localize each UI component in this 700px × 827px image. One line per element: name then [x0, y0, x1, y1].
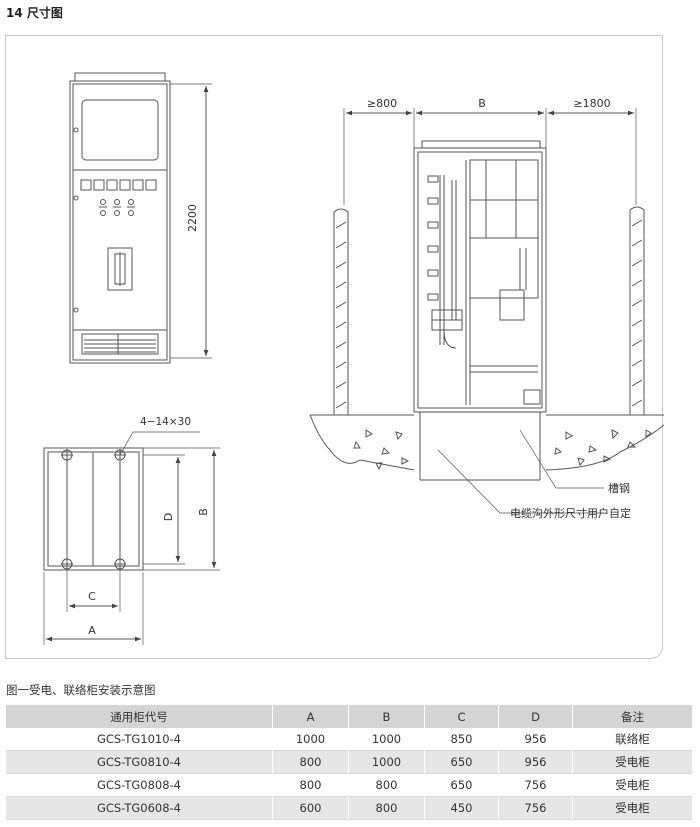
cell-c: 450: [424, 796, 499, 820]
dim-d-label: D: [162, 513, 175, 521]
cell-remark: 受电柜: [572, 796, 693, 820]
channel-steel-label: 槽钢: [608, 482, 630, 495]
cell-model: GCS-TG0608-4: [6, 796, 273, 820]
table-row: GCS-TG0608-4 600 800 450 756 受电柜: [6, 796, 693, 820]
dim-a-label: A: [88, 624, 96, 637]
figure-caption: 图一受电、联络柜安装示意图: [6, 683, 156, 697]
cell-c: 650: [424, 750, 499, 774]
table-header-row: 通用柜代号 A B C D 备注: [6, 705, 693, 728]
section-title: 14 尺寸图: [6, 6, 63, 20]
column-header-d: D: [498, 705, 573, 728]
cell-d: 756: [498, 773, 573, 797]
cell-d: 956: [498, 728, 573, 751]
cell-b: 800: [348, 773, 425, 797]
cell-remark: 联络柜: [572, 728, 693, 751]
column-header-remark: 备注: [572, 705, 693, 728]
installation-view: [309, 108, 665, 514]
cell-remark: 受电柜: [572, 750, 693, 774]
column-header-b: B: [348, 705, 425, 728]
plan-view: [43, 431, 220, 645]
cabinet-width-label: B: [478, 97, 486, 110]
cell-a: 600: [272, 796, 349, 820]
column-header-model: 通用柜代号: [6, 705, 273, 728]
drawing-frame: [5, 35, 663, 659]
left-clearance-label: ≥800: [367, 97, 397, 110]
right-clearance-label: ≥1800: [573, 97, 610, 110]
cell-b: 1000: [348, 728, 425, 751]
cell-a: 800: [272, 750, 349, 774]
column-header-c: C: [424, 705, 499, 728]
cell-a: 1000: [272, 728, 349, 751]
dimension-drawing: 2200 4−14×30 D B C A: [43, 72, 665, 645]
cell-model: GCS-TG1010-4: [6, 728, 273, 751]
cell-c: 850: [424, 728, 499, 751]
hole-spec-label: 4−14×30: [140, 416, 191, 428]
height-dimension: 2200: [186, 204, 199, 232]
dim-c-label: C: [88, 590, 96, 603]
front-view: [69, 72, 212, 364]
cell-b: 800: [348, 796, 425, 820]
cell-d: 756: [498, 796, 573, 820]
cell-c: 650: [424, 773, 499, 797]
cell-d: 956: [498, 750, 573, 774]
column-header-a: A: [272, 705, 349, 728]
table-row: GCS-TG0808-4 800 800 650 756 受电柜: [6, 773, 693, 797]
cell-b: 1000: [348, 750, 425, 774]
cell-model: GCS-TG0810-4: [6, 750, 273, 774]
cell-a: 800: [272, 773, 349, 797]
cell-model: GCS-TG0808-4: [6, 773, 273, 797]
table-row: GCS-TG0810-4 800 1000 650 956 受电柜: [6, 750, 693, 774]
dimension-table: 通用柜代号 A B C D 备注 GCS-TG1010-4 1000 1000 …: [6, 705, 693, 820]
table-row: GCS-TG1010-4 1000 1000 850 956 联络柜: [6, 728, 693, 751]
cell-remark: 受电柜: [572, 773, 693, 797]
cable-trench-label: 电缆沟外形尺寸用户自定: [510, 506, 631, 520]
dim-b-label: B: [197, 508, 210, 516]
